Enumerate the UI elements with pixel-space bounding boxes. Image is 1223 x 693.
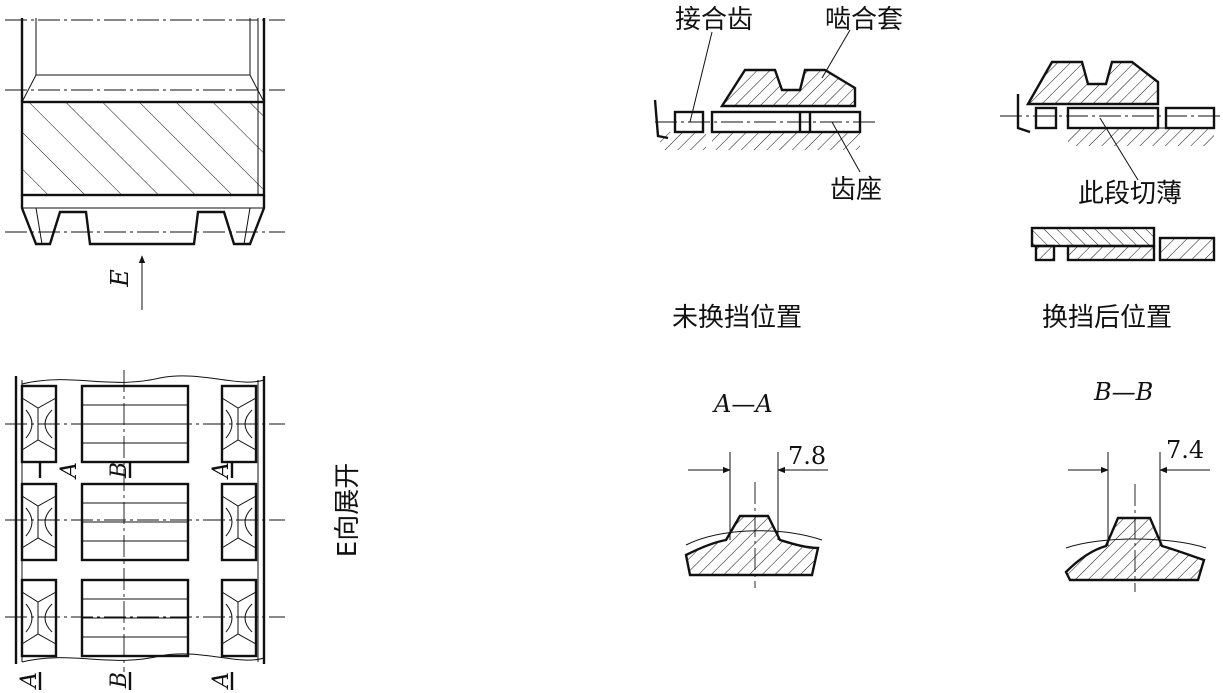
cut-mark-a-upper-left: A <box>57 462 82 480</box>
view-e-label: E <box>106 269 134 288</box>
view-e-expanded-label: E向展开 <box>333 463 363 557</box>
section-aa-drawing <box>684 452 828 588</box>
cut-mark-a-lower-right: A <box>209 672 234 690</box>
section-aa-title: A—A <box>712 390 773 418</box>
label-position-before: 未换挡位置 <box>672 303 802 333</box>
cut-mark-a-lower-left: A <box>17 672 42 690</box>
cut-mark-b-upper: B <box>107 462 132 479</box>
cut-mark-b-lower: B <box>107 672 132 689</box>
dimension-bb: 7.4 <box>1166 436 1204 464</box>
section-bb-title: B—B <box>1093 378 1153 406</box>
label-sleeve: 啮合套 <box>825 5 903 35</box>
before-shift-drawing <box>653 29 875 173</box>
block-group <box>80 384 190 658</box>
label-connecting-teeth: 接合齿 <box>675 5 753 35</box>
after-shift-drawing <box>1000 60 1223 262</box>
e-view-expanded-drawing <box>5 370 285 690</box>
label-thinned-section: 此段切薄 <box>1078 179 1182 209</box>
right-tooth-column <box>220 384 258 658</box>
label-position-after: 换挡后位置 <box>1042 303 1172 333</box>
section-bb-drawing <box>1064 452 1210 592</box>
sleeve-section-view <box>5 18 285 310</box>
dimension-aa: 7.8 <box>788 442 826 470</box>
cut-mark-a-upper-right: A <box>209 462 234 480</box>
left-tooth-column <box>20 384 58 658</box>
label-gear-seat: 齿座 <box>830 175 882 205</box>
